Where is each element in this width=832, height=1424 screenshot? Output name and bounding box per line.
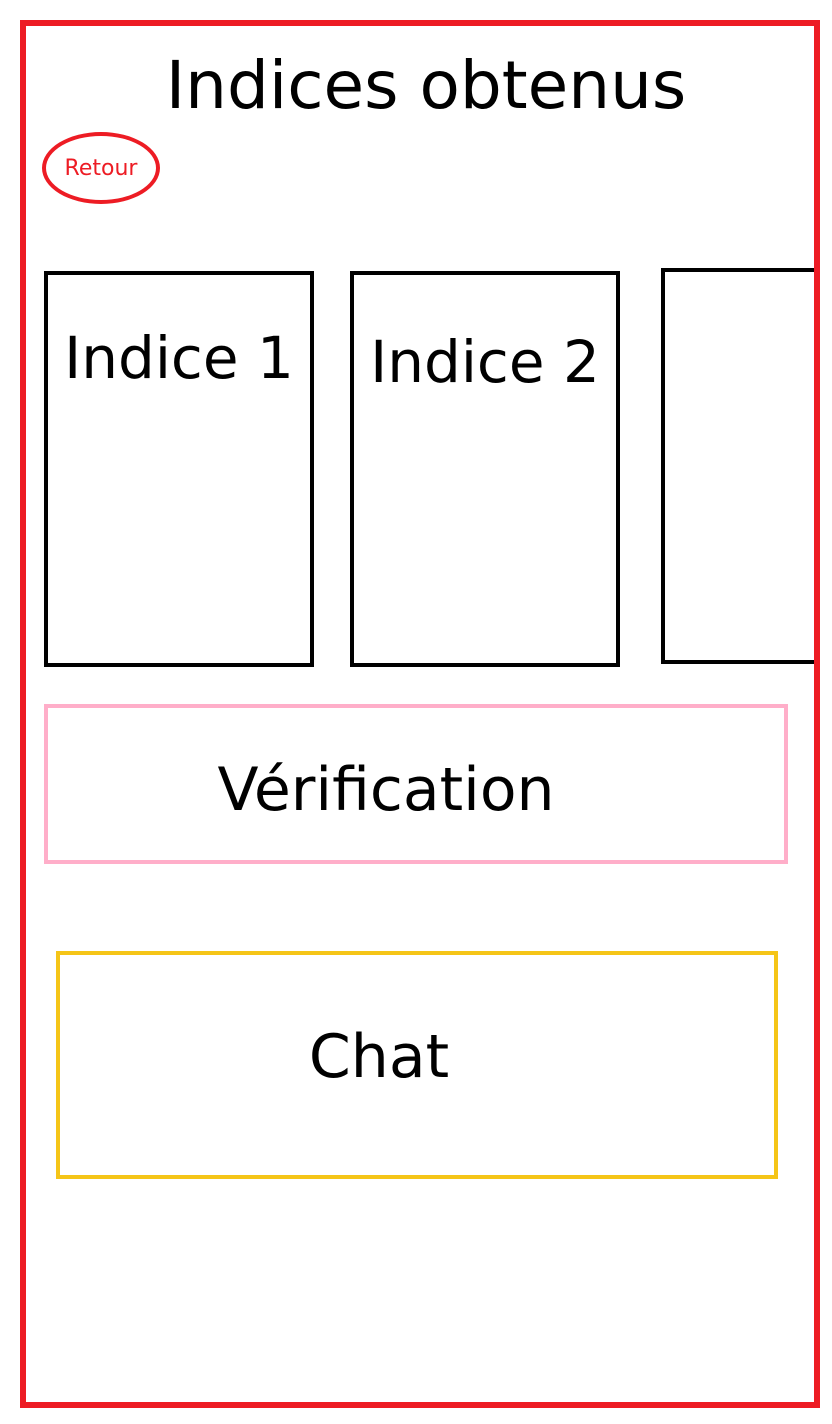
chat-label: Chat: [308, 1022, 450, 1092]
verification-label: Vérification: [217, 755, 555, 825]
page-title: Indices obtenus: [165, 47, 687, 124]
phone-frame: Indices obtenus Retour Indice 1 Indice 2…: [20, 20, 820, 1408]
clue-card-label: Indice 1: [64, 324, 294, 392]
clue-card-1[interactable]: Indice 1: [44, 271, 314, 667]
chat-button[interactable]: Chat: [56, 951, 778, 1179]
back-button[interactable]: Retour: [42, 132, 160, 204]
clue-card-label: Indice 2: [370, 328, 600, 396]
clue-card-2[interactable]: Indice 2: [350, 271, 620, 667]
clue-card-3[interactable]: [661, 268, 814, 664]
verification-button[interactable]: Vérification: [44, 704, 788, 864]
